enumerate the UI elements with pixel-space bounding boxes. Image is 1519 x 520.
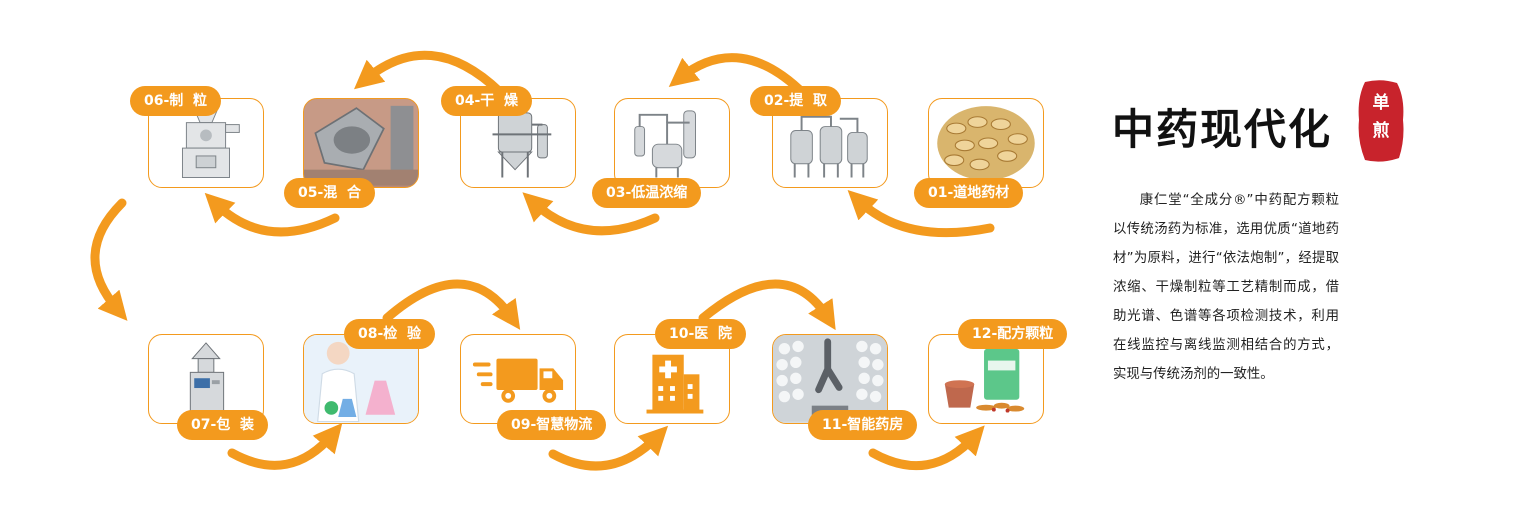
step-card-07 xyxy=(148,334,264,424)
description-paragraph: 康仁堂“全成分®”中药配方颗粒以传统汤药为标准，选用优质“道地药材”为原料，进行… xyxy=(1113,193,1339,382)
step-card-09 xyxy=(460,334,576,424)
seal-char-2: 煎 xyxy=(1372,121,1390,141)
packaging-machine-icon xyxy=(189,342,225,414)
robot-pharmacy-icon xyxy=(773,335,887,422)
arrow-07-08 xyxy=(227,422,343,470)
concentrator-icon xyxy=(634,110,696,178)
arrow-10-11 xyxy=(698,279,836,331)
arrow-08-09 xyxy=(382,279,521,330)
arrow-05-06 xyxy=(204,192,340,237)
arrow-09-10 xyxy=(548,425,669,471)
step-label-10: 10-医 院 xyxy=(655,319,747,349)
step-label-04: 04-干 燥 xyxy=(441,86,533,116)
step-label-11: 11-智能药房 xyxy=(808,410,918,440)
lab-testing-icon xyxy=(304,335,418,422)
arrow-03-04 xyxy=(522,192,660,236)
hospital-icon xyxy=(646,354,704,414)
step-label-05: 05-混 合 xyxy=(284,178,376,208)
granulator-icon xyxy=(181,108,240,178)
granule-product-icon xyxy=(944,348,1025,413)
arrow-04-05 xyxy=(354,50,505,97)
arrow-11-12 xyxy=(868,425,985,471)
step-card-12 xyxy=(928,334,1044,424)
arrow-06-07 xyxy=(90,198,128,321)
step-card-03 xyxy=(614,98,730,188)
step-card-01 xyxy=(928,98,1044,188)
seal-stamp xyxy=(1358,80,1404,162)
step-label-08: 08-检 验 xyxy=(344,319,436,349)
dryer-icon xyxy=(492,112,552,178)
page-title: 中药现代化 xyxy=(1112,105,1333,154)
arrow-01-02 xyxy=(847,190,995,238)
step-card-05 xyxy=(303,98,419,188)
delivery-truck-icon xyxy=(472,358,564,403)
step-label-07: 07-包 装 xyxy=(177,410,269,440)
arrow-02-03 xyxy=(668,53,810,100)
step-label-06: 06-制 粒 xyxy=(130,86,222,116)
step-label-03: 03-低温浓缩 xyxy=(592,178,702,208)
step-label-02: 02-提 取 xyxy=(750,86,842,116)
step-label-12: 12-配方颗粒 xyxy=(958,319,1068,349)
mixer-icon xyxy=(304,99,418,186)
step-card-08 xyxy=(303,334,419,424)
step-label-01: 01-道地药材 xyxy=(914,178,1024,208)
seal-char-1: 单 xyxy=(1372,93,1390,113)
herb-slices-icon xyxy=(937,106,1035,181)
extraction-equipment-icon xyxy=(790,115,868,178)
step-label-09: 09-智慧物流 xyxy=(497,410,607,440)
